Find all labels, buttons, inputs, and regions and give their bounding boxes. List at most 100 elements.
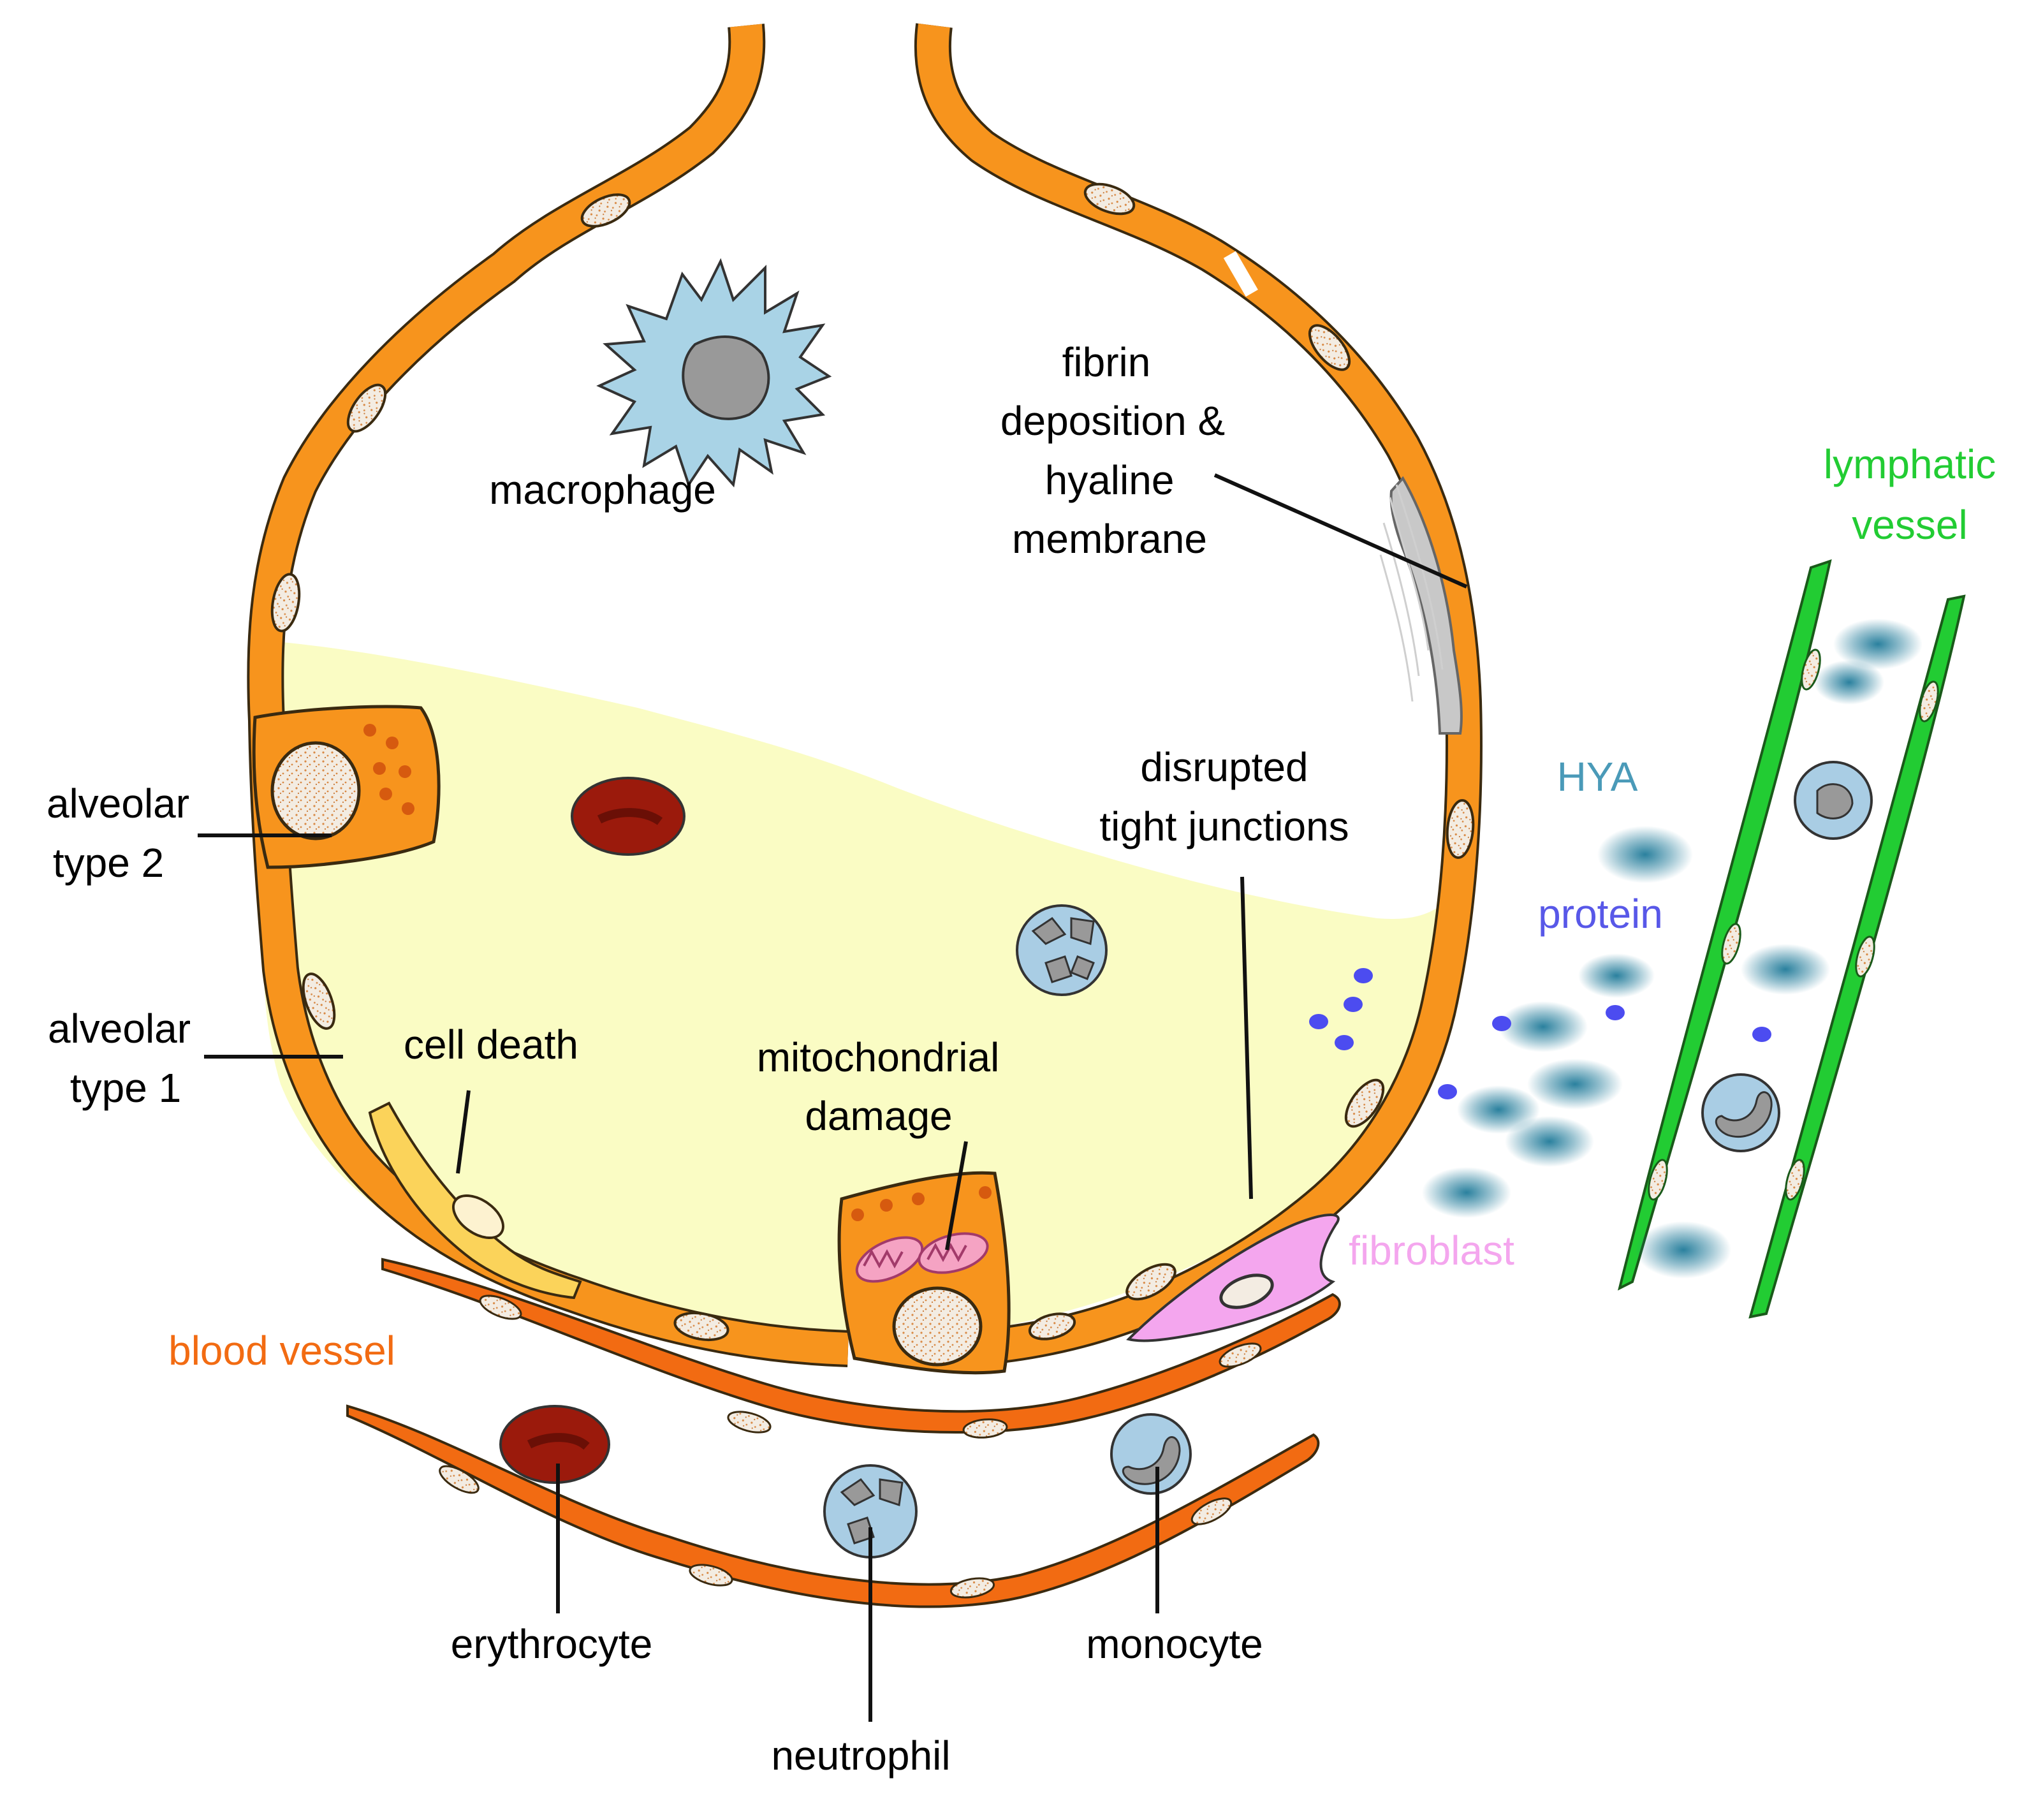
wall-gap-upper xyxy=(1223,251,1258,297)
alveolar-neutrophil xyxy=(1016,904,1108,996)
hya-cloud xyxy=(1422,1167,1511,1218)
label-disrupted-2: tight junctions xyxy=(1099,804,1349,849)
hya-cloud xyxy=(1814,660,1884,705)
neutrophil-body xyxy=(1016,904,1108,996)
lymphatic-cells xyxy=(1701,761,1873,1152)
erythrocyte-center xyxy=(597,808,663,825)
endothelial-nucleus xyxy=(1190,1497,1233,1525)
mitochondria xyxy=(855,1232,989,1283)
lymphatic-nucleus xyxy=(1785,1159,1805,1201)
hya-cloud xyxy=(1741,944,1830,995)
endothelial-nucleus xyxy=(1219,1342,1262,1368)
hya-cloud xyxy=(1833,619,1923,670)
protein-dot xyxy=(1492,1016,1511,1031)
at1-nucleus xyxy=(346,383,387,433)
lamellar-bodies xyxy=(363,724,414,815)
endothelial-nucleus xyxy=(479,1295,522,1320)
vessel-monocyte xyxy=(1110,1413,1192,1495)
at1-nucleus xyxy=(270,573,301,633)
label-mito-2: damage xyxy=(805,1093,952,1139)
at1-nucleus xyxy=(580,193,631,228)
label-fibroblast: fibroblast xyxy=(1349,1228,1514,1273)
hya-cloud xyxy=(1578,953,1655,998)
at1-nucleus xyxy=(302,972,336,1030)
protein-dot xyxy=(1438,1084,1457,1099)
edema-fluid xyxy=(263,641,1442,1341)
label-disrupted-1: disrupted xyxy=(1140,744,1308,790)
label-fibrin-2: deposition & xyxy=(1000,398,1225,444)
protein-dot xyxy=(1354,968,1373,983)
label-fibrin-3: hyaline xyxy=(1045,457,1175,503)
label-mito-1: mitochondrial xyxy=(757,1034,1000,1080)
lamellar-body xyxy=(979,1186,992,1199)
hya-particles xyxy=(1422,619,1923,1279)
lymphatic-nuclei xyxy=(1648,649,1939,1201)
lamellar-body xyxy=(363,724,376,737)
lymphatic-vessel-shape xyxy=(1618,559,1966,1319)
alveolar-type2-cell-damaged xyxy=(837,1171,1011,1375)
label-at1-1: alveolar xyxy=(48,1006,191,1052)
label-protein: protein xyxy=(1538,891,1663,937)
label-monocyte: monocyte xyxy=(1086,1621,1263,1667)
lamellar-body xyxy=(851,1208,864,1221)
lamellar-body xyxy=(912,1193,925,1205)
label-lymphatic-1: lymphatic xyxy=(1824,441,1996,487)
label-hya: HYA xyxy=(1557,754,1638,800)
label-fibrin-4: membrane xyxy=(1012,516,1207,562)
lymph-cell-nucleus xyxy=(1715,1091,1773,1138)
endothelial-nucleus xyxy=(727,1411,772,1434)
at1-nucleus xyxy=(1308,324,1351,371)
label-at2-2: type 2 xyxy=(53,840,164,886)
lymphatic-nucleus xyxy=(1919,680,1939,723)
at1-nucleus xyxy=(673,1311,729,1342)
fibroblast-cell xyxy=(1126,1214,1340,1342)
endothelial-nucleus xyxy=(949,1577,995,1599)
lamellar-body xyxy=(386,737,399,749)
alveolar-type2-cell xyxy=(252,705,441,869)
protein-dot xyxy=(1344,997,1363,1012)
blood-vessel-upper-wall xyxy=(381,1258,1341,1434)
lymphatic-left-wall xyxy=(1618,559,1832,1291)
pointer-fibrin xyxy=(1213,473,1468,589)
pointer-cell-death xyxy=(456,1090,471,1174)
endothelial-nucleus xyxy=(689,1564,733,1587)
neutrophil-lobes xyxy=(840,1478,904,1545)
neutrophil-lobes xyxy=(1031,916,1095,983)
fibroblast-nucleus xyxy=(1219,1273,1274,1309)
protein-dots xyxy=(1309,968,1771,1099)
lamellar-body xyxy=(379,788,392,800)
at1-nucleus xyxy=(1446,799,1475,859)
label-cell-death: cell death xyxy=(404,1022,578,1068)
hya-cloud xyxy=(1457,1085,1540,1134)
lymphatic-nucleus xyxy=(1648,1159,1668,1201)
label-at1-2: type 1 xyxy=(70,1065,181,1111)
hya-cloud xyxy=(1597,826,1693,883)
blood-vessel-lower-wall xyxy=(346,1404,1320,1608)
lamellar-body xyxy=(373,762,386,775)
at1-nucleus xyxy=(1125,1263,1176,1301)
label-erythrocyte: erythrocyte xyxy=(451,1621,653,1667)
lymphatic-nucleus xyxy=(1855,936,1875,978)
at1-nucleus xyxy=(1028,1312,1076,1340)
lamellar-body xyxy=(399,765,411,778)
label-lymphatic-2: vessel xyxy=(1852,502,1967,548)
labels: macrophage fibrin deposition & hyaline m… xyxy=(47,339,1996,1779)
tight-junction-gap xyxy=(1217,1176,1264,1228)
hya-cloud xyxy=(1498,1001,1588,1052)
label-macrophage: macrophage xyxy=(489,467,716,513)
erythrocyte-center xyxy=(527,1433,590,1450)
label-at2-1: alveolar xyxy=(47,781,189,826)
at2-nucleus xyxy=(270,741,361,840)
mitochondrion xyxy=(855,1236,924,1283)
alveolar-erythrocyte xyxy=(571,777,685,856)
endothelial-nuclei xyxy=(439,1295,1262,1599)
hya-cloud xyxy=(1527,1059,1623,1110)
protein-dot xyxy=(1752,1027,1771,1042)
monocyte-nucleus xyxy=(1122,1436,1181,1485)
endothelial-nucleus xyxy=(439,1465,480,1494)
dying-cell-nucleus xyxy=(451,1194,505,1240)
pointer-mito xyxy=(945,1141,968,1251)
label-blood-vessel: blood vessel xyxy=(168,1328,395,1374)
fibroblast-body xyxy=(1126,1214,1340,1342)
